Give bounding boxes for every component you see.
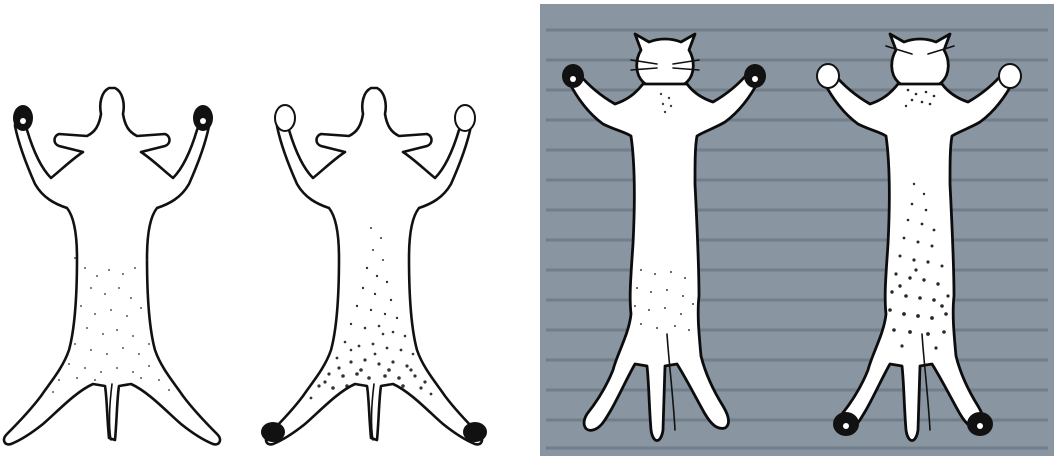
dog-mild-illustration — [4, 88, 220, 444]
dog-severe-illustration — [261, 88, 487, 444]
right-panel — [540, 4, 1054, 456]
right-panel-drawing — [540, 4, 1054, 456]
left-panel-drawing — [0, 0, 536, 456]
cat-severe-illustration — [817, 34, 1021, 441]
left-panel — [0, 0, 536, 456]
cat-mild-illustration — [562, 34, 766, 441]
